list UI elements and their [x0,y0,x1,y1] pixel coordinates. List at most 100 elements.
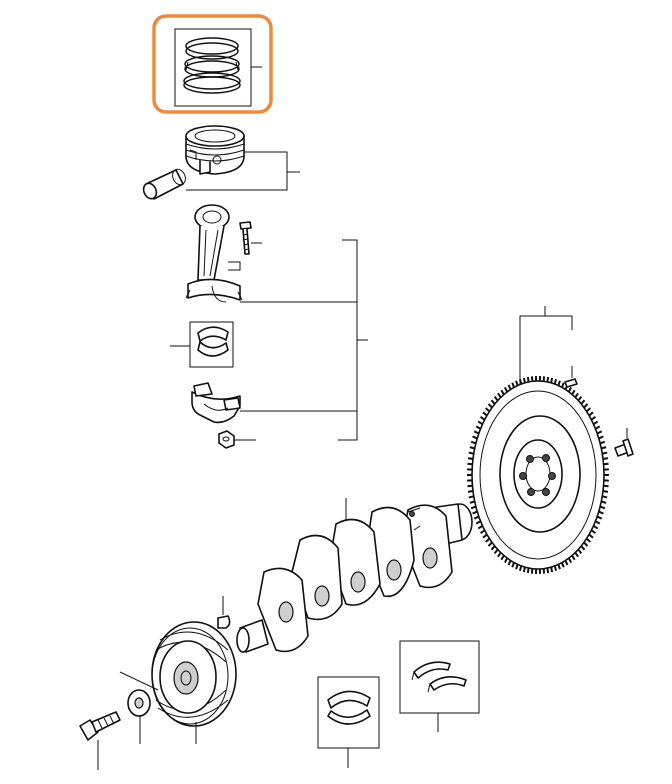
gear-tooth [546,376,550,383]
piston-icon [185,125,245,175]
gear-tooth [522,377,526,384]
gear-tooth [472,510,478,515]
washer-callout[interactable] [127,689,151,744]
rod-bearing-frame [189,321,234,368]
gear-tooth [599,505,606,510]
gear-tooth [594,425,601,430]
gear-tooth [469,446,475,450]
gear-tooth [470,505,477,510]
selection-highlight [152,14,273,114]
gear-tooth [515,380,519,386]
crank-pulley-callout[interactable] [119,621,237,744]
rod-nut-callout[interactable] [218,430,256,449]
gear-tooth [490,545,496,551]
gear-tooth [594,520,601,525]
woodruff-key-callout[interactable] [217,596,231,629]
gear-tooth [518,565,523,572]
gear-tooth [467,484,473,488]
gear-tooth [518,378,523,385]
gear-tooth [603,462,609,466]
dowel-pin-callout[interactable] [564,366,578,388]
gear-tooth [467,490,474,493]
gear-tooth [590,416,597,421]
rod-bearing-callout[interactable] [170,321,234,368]
main-bearing-callout[interactable] [317,676,380,768]
gear-tooth [503,386,509,393]
gear-tooth [580,399,586,405]
piston-pin-icon [142,168,186,200]
gear-tooth [590,529,597,534]
gear-tooth [567,557,573,564]
gear-tooth [561,562,565,568]
piston-rings-callout[interactable] [152,14,273,114]
rod-leader [228,261,241,271]
gear-tooth [588,411,594,417]
connecting-rod-group[interactable] [185,204,368,441]
piston-ring-set-icon [183,37,241,94]
gear-tooth [515,564,519,570]
key-icon [217,615,231,629]
gear-tooth [577,395,583,402]
gear-tooth [468,495,474,499]
flywheel-icon [467,376,609,574]
gear-tooth [468,451,474,455]
gear-tooth [596,430,603,435]
rod-group-bracket [240,239,368,441]
gear-tooth [482,533,488,539]
gear-tooth [473,515,480,520]
gear-tooth [503,557,509,564]
crankshaft-callout[interactable] [236,498,473,653]
rod-cap-callout[interactable] [191,382,241,424]
gear-tooth [571,554,576,561]
gear-tooth [487,403,493,409]
gear-tooth [470,440,477,445]
gear-tooth [472,435,478,440]
gear-tooth [475,425,482,430]
gear-tooth [598,510,604,515]
gear-tooth [493,548,499,555]
gear-tooth [553,378,558,385]
gear-tooth [567,386,573,393]
pulley-icon [151,621,237,727]
gear-tooth [603,484,609,488]
gear-tooth [557,564,561,570]
gear-tooth [485,537,491,543]
bolt-icon [614,438,634,457]
gear-tooth [583,403,589,409]
bearing-shell-icon [327,690,371,725]
gear-tooth [602,490,609,493]
gear-tooth [526,376,530,383]
gear-tooth [477,420,484,426]
flywheel-callout[interactable] [467,306,609,574]
bolt-icon [79,711,121,741]
pulley-leader [119,671,197,744]
gear-tooth [485,407,491,413]
gear-tooth [507,384,512,390]
gear-tooth [477,524,484,530]
flywheel-bolt-callout[interactable] [614,428,634,457]
thrust-washers-frame [399,640,480,714]
gear-tooth [585,537,591,543]
gear-tooth [557,380,561,386]
gear-tooth [601,500,607,504]
gear-tooth [511,382,515,388]
gear-tooth [546,567,550,574]
gear-tooth [522,566,526,573]
gear-tooth [564,560,569,566]
piston-assembly[interactable] [141,125,300,201]
gear-tooth [553,565,558,572]
gear-tooth [574,552,579,558]
gear-tooth [490,399,496,405]
bearing-shell-icon [197,326,229,357]
gear-tooth [592,524,599,530]
gear-tooth [511,562,515,568]
pulley-bolt-callout[interactable] [79,711,121,770]
crankshaft-icon [236,503,473,653]
gear-tooth [479,529,486,534]
gear-tooth [500,389,505,396]
main-bearing-frame [317,676,380,749]
gear-tooth [493,395,499,402]
gear-tooth [598,435,604,440]
thrust-washers-callout[interactable] [399,640,480,732]
